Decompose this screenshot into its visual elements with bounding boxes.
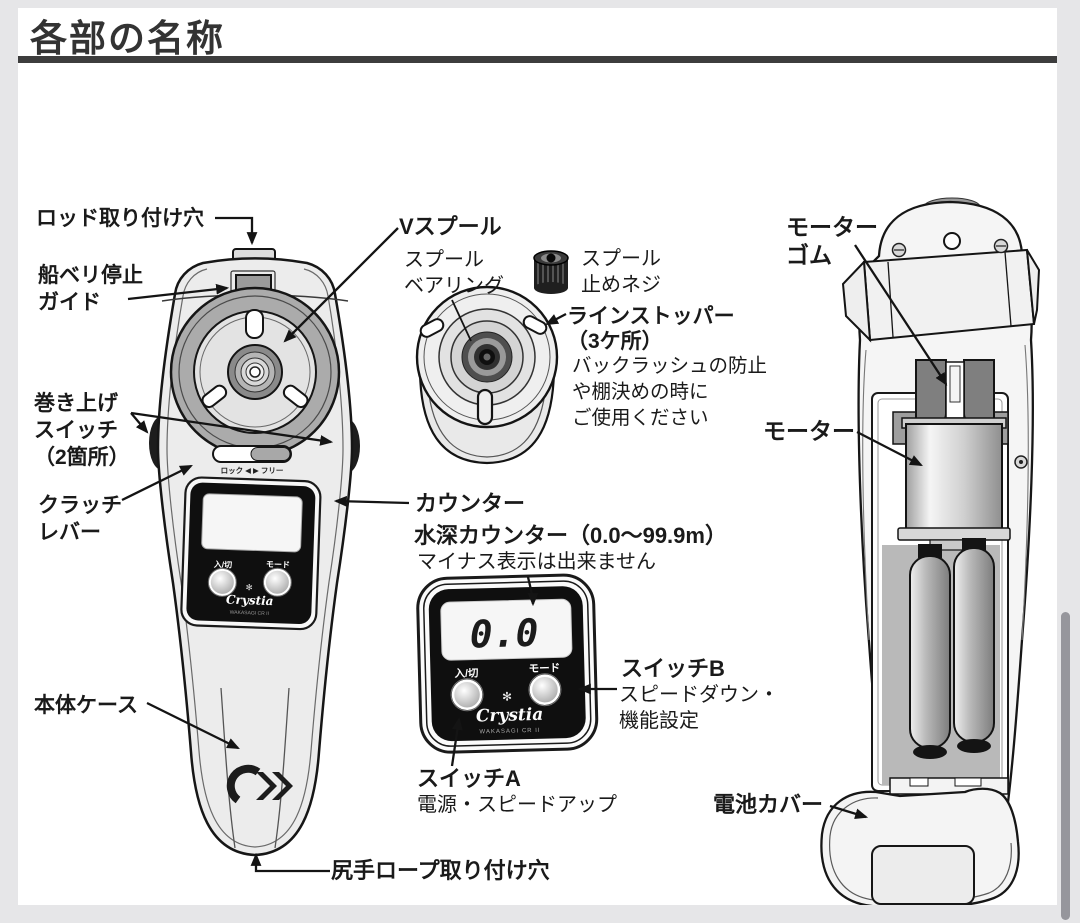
switch-b-button[interactable] [529,674,561,705]
frame-bottom [0,905,1080,923]
pointer-lines [121,216,948,873]
line-stopper-notch-top [245,309,264,339]
line-spool-bearing [451,299,472,342]
front-lcd [201,493,303,553]
arrow-depth-lcd [526,576,539,607]
label-switch-b-desc: スピードダウン・ 機能設定 [619,684,779,732]
frame-left [0,0,18,923]
detail-mode-button-label: モード [528,662,560,675]
label-spool-screw: スプール 止めネジ [581,248,661,296]
arrow-counter [333,495,410,507]
detail-notch-right [522,315,548,335]
label-line-stopper: ラインストッパー （3ケ所） [567,305,735,353]
clutch-scale-label: ロック ◀ ▶ フリー [221,465,284,475]
back-view-illustration [820,197,1041,905]
battery-left [909,555,951,749]
front-counter-panel: 入/切 モード ✻ Crystia WAKASAGI CR II [180,476,322,631]
label-rod-hole: ロッド取り付け穴 [36,207,204,230]
front-power-button[interactable] [208,568,236,596]
head-hole [943,232,961,250]
motor [897,417,1011,551]
daiwa-logo [226,764,293,804]
label-motor: モーター [763,418,855,444]
label-stop-guide: 船ベリ停止 ガイド [38,264,143,314]
front-mode-button[interactable] [263,568,291,596]
detail-brand-logo: Crystia [476,705,544,727]
page-title: 各部の名称 [30,18,225,59]
arrow-motor [856,430,923,467]
label-switch-a-desc: 電源・スピードアップ [417,794,617,816]
label-counter: カウンター [415,491,526,516]
clamp-band [841,248,1041,343]
label-depth-counter: 水深カウンター（0.0～99.9m） [414,523,727,548]
detail-notch-bottom [476,388,494,426]
front-body-inner-contour [166,268,344,848]
arrow-battery-cover [829,804,869,820]
arrow-wind-switch-left [130,412,149,434]
label-body-case: 本体ケース [34,694,138,717]
batteries [909,538,995,759]
label-switch-b: スイッチB [621,656,725,681]
battery-cover[interactable] [820,787,1020,905]
label-battery-cover: 電池カバー [713,792,824,817]
spool-detail-illustration [415,285,559,465]
arrow-motor-rubber [854,244,948,386]
label-v-spool: Vスプール [399,214,502,239]
label-clutch-lever: クラッチ レバー [38,494,122,544]
grip-line-left [220,687,236,849]
detail-power-button-label: 入/切 [454,667,479,680]
line-stopper-notch-left [201,384,228,409]
label-motor-rubber: モーター ゴム [786,214,878,268]
frame-top [0,0,1080,8]
front-mode-button-label: モード [266,560,290,570]
grip-line-right [274,687,290,849]
detail-lcd [440,598,573,661]
front-brand-sub: WAKASAGI CR II [230,610,269,617]
arrow-wind-switch-right [130,411,334,446]
label-tail-rope: 尻手ロープ取り付け穴 [331,858,550,883]
scrollbar-thumb[interactable] [1061,612,1070,920]
arrow-clutch [121,464,193,502]
clutch-lever[interactable] [212,445,292,463]
arrow-body-case [146,701,240,750]
spool-screw-icon [533,250,569,294]
counter-detail-illustration: 0.0 入/切 モード ✻ Crystia WAKASAGI CR II [416,573,599,754]
front-brand-logo: Crystia [226,592,274,608]
title-underline [18,56,1057,63]
label-switch-a: スイッチA [417,766,521,791]
line-stopper-notch-right [282,384,309,409]
arrow-tail-rope [250,852,330,873]
label-depth-note: マイナス表示は出来ません [417,551,656,573]
label-spool-bearing: スプール ベアリング [404,249,504,297]
lcd-depth-value: 0.0 [469,611,539,657]
snowflake-icon: ✻ [245,582,252,592]
label-line-stopper-note: バックラッシュの防止 や棚決めの時に ご使用ください [572,355,768,429]
detail-notch-left [419,318,445,338]
label-wind-switch: 巻き上げ スイッチ （2箇所） [34,392,130,469]
arrow-line-stopper [545,312,567,326]
front-view-illustration: ロック ◀ ▶ フリー 入/切 モード ✻ Crystia WAKASAGI C… [149,248,360,857]
front-power-button-label: 入/切 [213,559,233,570]
arrow-switch-a [450,716,463,767]
snowflake-icon: ✻ [502,690,512,704]
switch-a-button[interactable] [451,679,483,710]
arrow-rod-hole [215,216,258,246]
arrow-v-spool [283,227,399,343]
battery-right [953,547,995,743]
detail-brand-sub: WAKASAGI CR II [479,728,540,736]
arrow-stop-guide [127,283,230,301]
